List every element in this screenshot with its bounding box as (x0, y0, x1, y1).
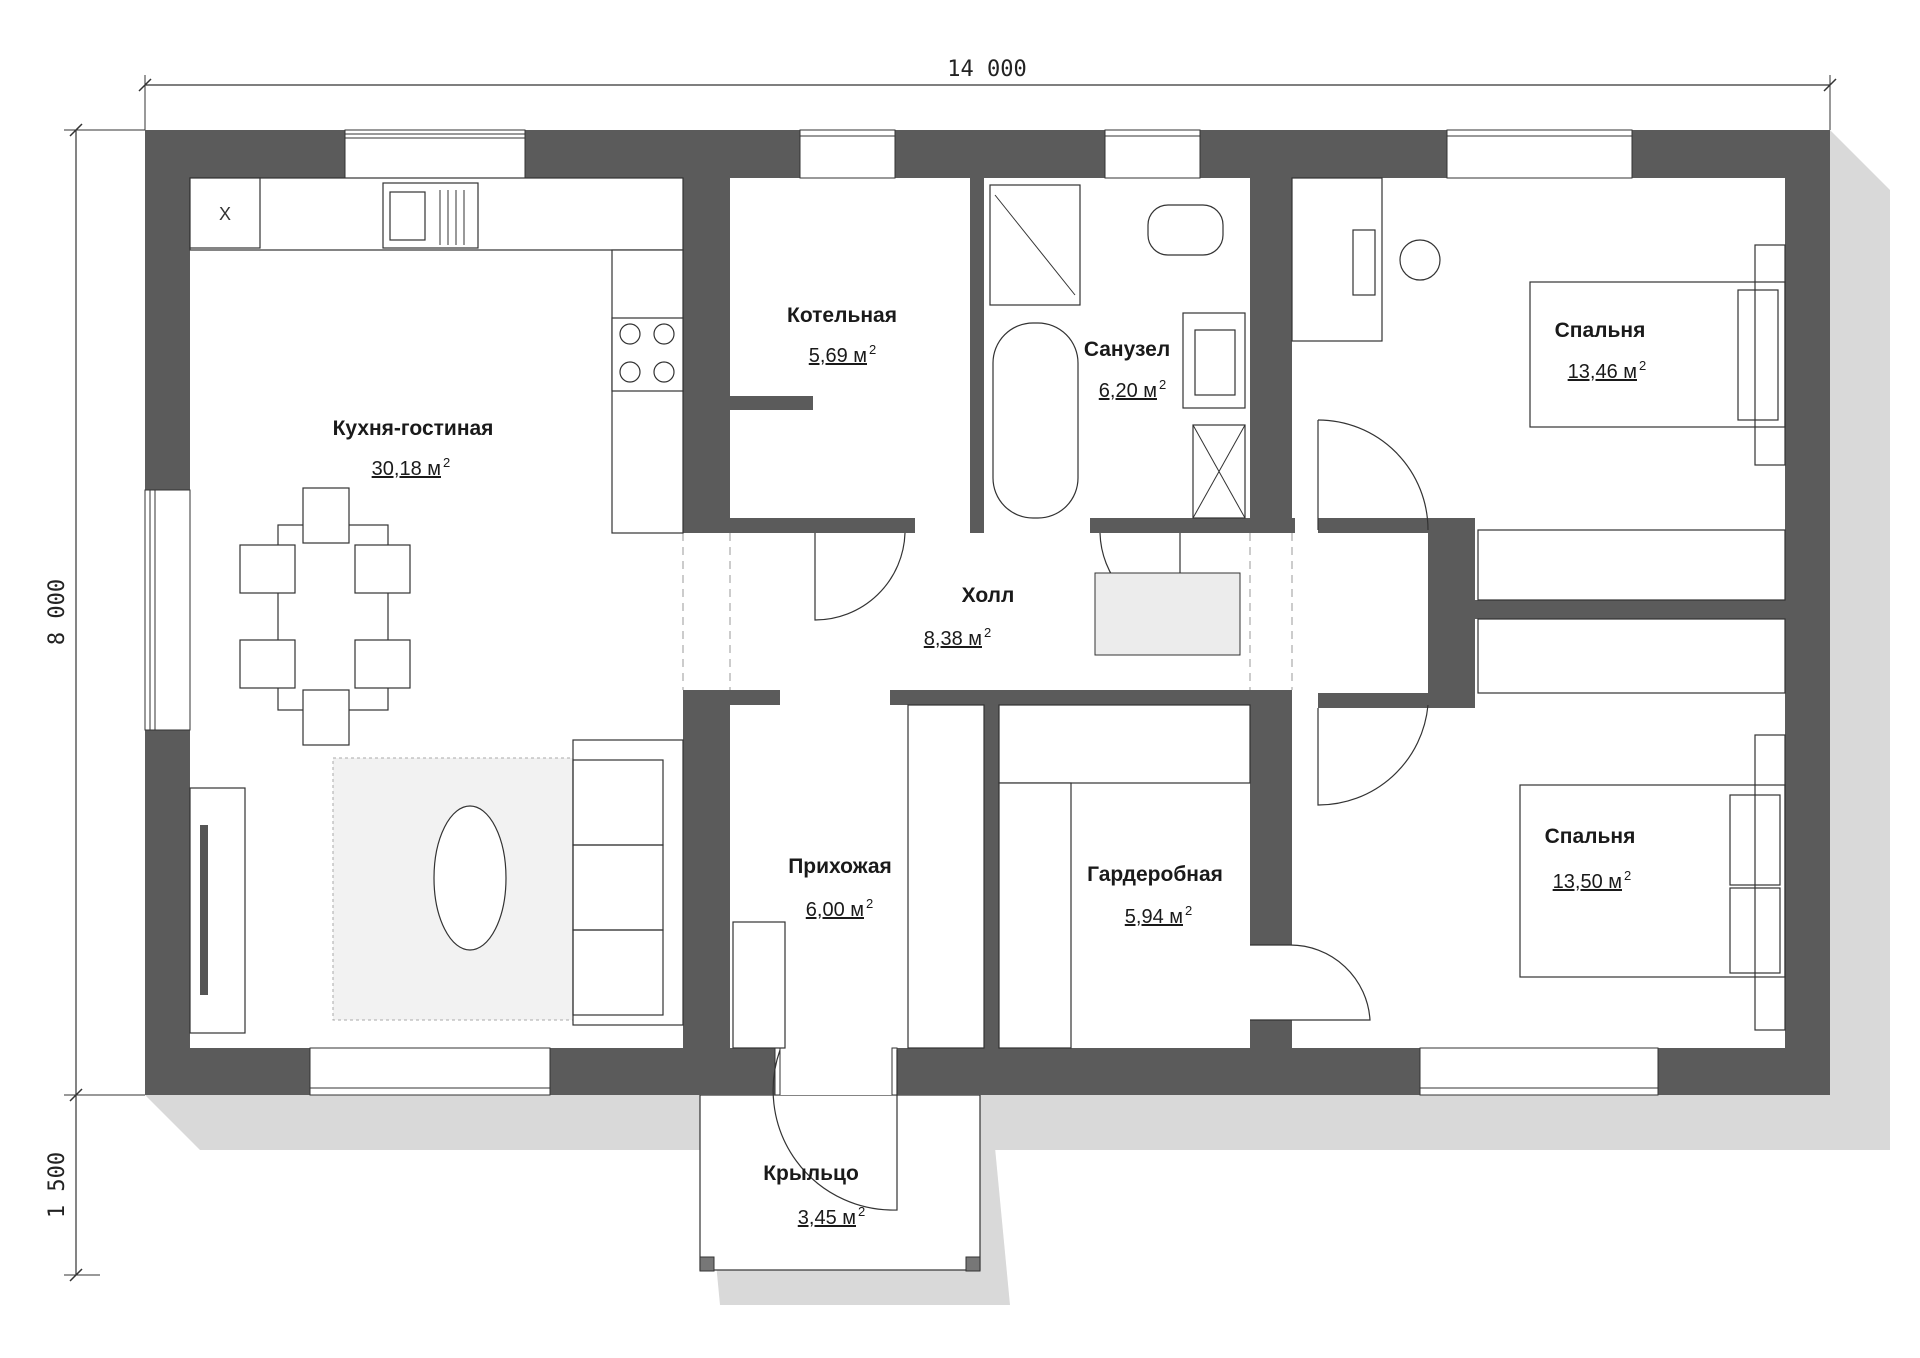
dimension-left: 8 000 1 500 (45, 123, 145, 1282)
entry-closet (907, 704, 985, 1049)
chair-icon (1399, 239, 1441, 281)
walls (145, 130, 1830, 1095)
hall-mat (1094, 572, 1241, 656)
svg-text:2: 2 (869, 342, 876, 357)
dining-table (239, 487, 411, 746)
windows (144, 129, 1659, 1096)
svg-text:2: 2 (858, 1204, 865, 1219)
bed1 (1529, 281, 1786, 428)
svg-text:2: 2 (866, 896, 873, 911)
room-area-bedroom2: 13,50 м (1553, 871, 1622, 893)
hall-boundaries (682, 533, 1293, 690)
room-area-porch: 3,45 м (798, 1207, 856, 1229)
shoe-rack (732, 921, 786, 1049)
porch (699, 1094, 981, 1272)
room-area-boiler: 5,69 м (809, 345, 867, 367)
room-name-bedroom1: Спальня (1555, 319, 1646, 342)
kitchen-counter: X (189, 177, 684, 534)
room-name-kitchen: Кухня-гостиная (333, 417, 494, 440)
svg-text:2: 2 (1185, 903, 1192, 918)
bathroom-fixtures (989, 184, 1246, 656)
room-name-bathroom: Санузел (1084, 338, 1170, 361)
room-area-wardrobe: 5,94 м (1125, 906, 1183, 928)
bathtub-icon (992, 322, 1079, 519)
dimension-height: 8 000 (45, 579, 70, 645)
sofa (572, 739, 684, 1026)
washbasin-icon (1182, 312, 1246, 409)
wardrobe-rack-top (998, 704, 1251, 784)
fridge-icon: X (219, 204, 231, 224)
room-name-bedroom2: Спальня (1545, 825, 1636, 848)
dimension-top: 14 000 (138, 57, 1837, 130)
room-area-entry: 6,00 м (806, 899, 864, 921)
bedroom1-furniture (1291, 177, 1786, 694)
coffee-table (433, 805, 507, 951)
tv-icon (200, 825, 208, 995)
living-area (189, 739, 684, 1034)
bedroom2-furniture (1519, 734, 1786, 1031)
bed2 (1519, 784, 1786, 978)
room-name-entry: Прихожая (788, 855, 892, 878)
room-name-porch: Крыльцо (763, 1162, 859, 1185)
closets (732, 704, 1251, 1049)
room-area-bedroom1: 13,46 м (1568, 361, 1637, 383)
closet1 (1477, 529, 1786, 601)
svg-text:2: 2 (443, 455, 450, 470)
svg-text:2: 2 (1159, 377, 1166, 392)
svg-text:2: 2 (1639, 358, 1646, 373)
room-area-bathroom: 6,20 м (1099, 380, 1157, 402)
svg-text:2: 2 (984, 625, 991, 640)
room-name-boiler: Котельная (787, 304, 897, 327)
dimension-porch: 1 500 (45, 1152, 70, 1218)
dimension-width: 14 000 (947, 57, 1026, 82)
room-area-hall: 8,38 м (924, 628, 982, 650)
room-area-kitchen: 30,18 м (372, 458, 441, 480)
wardrobe-rack-side (998, 782, 1072, 1049)
sink-icon (382, 182, 479, 249)
room-labels: Кухня-гостиная 30,18 м 2 Котельная 5,69 … (333, 304, 1647, 1229)
closet2 (1477, 618, 1786, 694)
room-name-hall: Холл (962, 584, 1015, 607)
svg-text:2: 2 (1624, 868, 1631, 883)
toilet-icon (1147, 204, 1224, 256)
tv-stand (189, 787, 246, 1034)
room-name-wardrobe: Гардеробная (1087, 863, 1223, 886)
keyboard-icon (1352, 229, 1376, 296)
